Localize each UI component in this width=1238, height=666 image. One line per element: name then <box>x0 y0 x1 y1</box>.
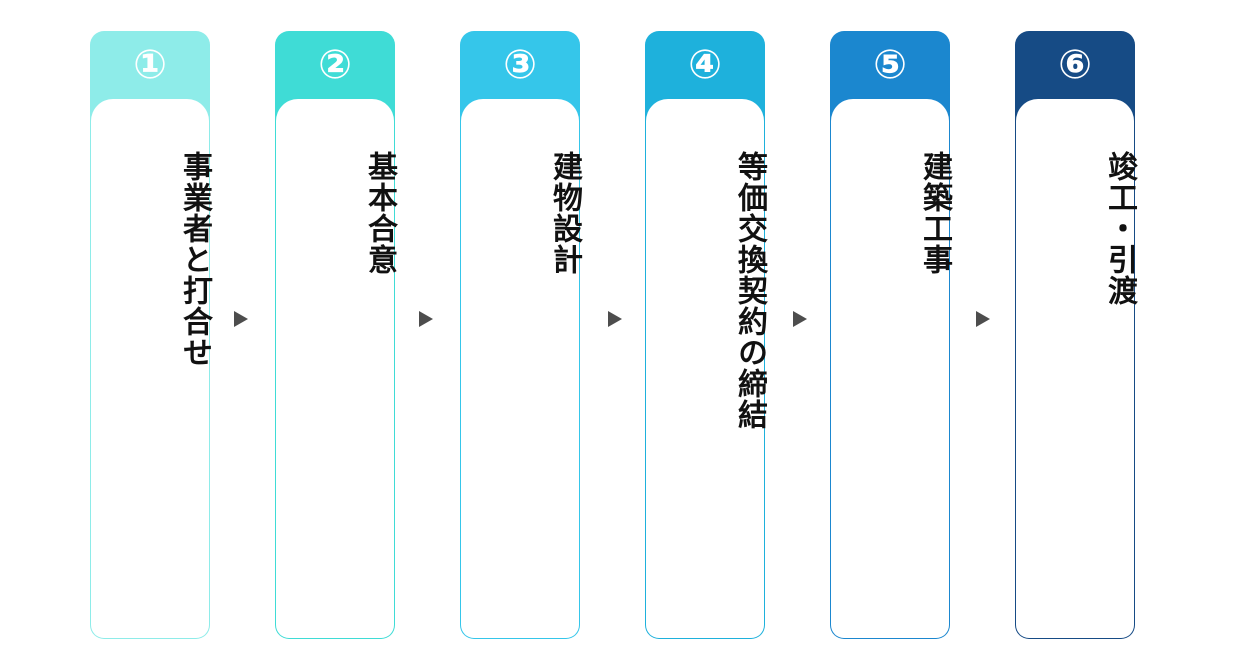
step-6: ⑥ 竣工・引渡 <box>1015 31 1137 639</box>
step-2-number: ② <box>318 42 352 88</box>
arrow-right-icon <box>419 311 433 327</box>
step-4-body: 等価交換契約の締結 <box>646 99 767 638</box>
step-2-body: 基本合意 <box>276 99 397 638</box>
arrow-right-icon <box>976 311 990 327</box>
step-4-title: 等価交換契約の締結 <box>646 151 767 430</box>
arrow-right-icon <box>608 311 622 327</box>
step-1: ① 事業者と打合せ <box>90 31 212 639</box>
step-2-title-text: 基本合意 <box>362 151 397 275</box>
step-6-number: ⑥ <box>1058 42 1092 88</box>
step-4-number: ④ <box>688 42 722 88</box>
step-1-title-text: 事業者と打合せ <box>177 151 212 368</box>
step-4: ④ 等価交換契約の締結 <box>645 31 767 639</box>
arrow-right-icon <box>793 311 807 327</box>
step-2: ② 基本合意 <box>275 31 397 639</box>
step-3-number: ③ <box>503 42 537 88</box>
step-5: ⑤ 建築工事 <box>830 31 952 639</box>
step-4-title-text: 等価交換契約の締結 <box>732 151 767 430</box>
step-1-body: 事業者と打合せ <box>91 99 212 638</box>
step-5-title-text: 建築工事 <box>917 151 952 275</box>
step-3-title-text: 建物設計 <box>547 151 582 275</box>
step-5-number: ⑤ <box>873 42 907 88</box>
step-6-title-text: 竣工・引渡 <box>1102 151 1137 306</box>
step-3: ③ 建物設計 <box>460 31 582 639</box>
arrow-right-icon <box>234 311 248 327</box>
step-6-title: 竣工・引渡 <box>1016 151 1137 306</box>
step-3-title: 建物設計 <box>461 151 582 275</box>
step-1-title: 事業者と打合せ <box>91 151 212 368</box>
step-2-title: 基本合意 <box>276 151 397 275</box>
step-6-body: 竣工・引渡 <box>1016 99 1137 638</box>
step-5-title: 建築工事 <box>831 151 952 275</box>
step-5-body: 建築工事 <box>831 99 952 638</box>
step-1-number: ① <box>133 42 167 88</box>
step-3-body: 建物設計 <box>461 99 582 638</box>
